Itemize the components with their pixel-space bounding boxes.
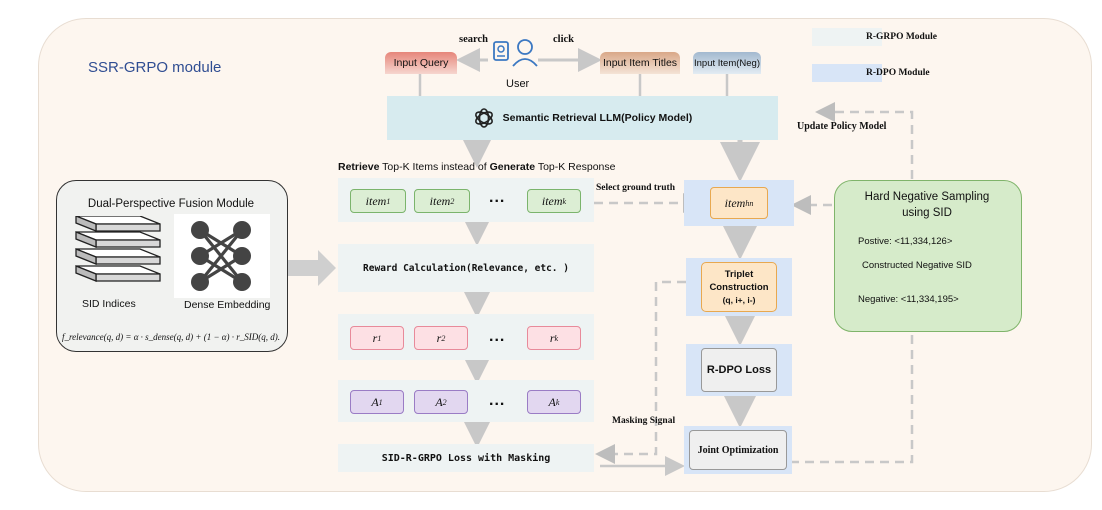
- hns-constructed: Constructed Negative SID: [862, 260, 972, 271]
- reward-calculation-label: Reward Calculation(Relevance, etc. ): [363, 262, 569, 274]
- reward-calculation-bar: Reward Calculation(Relevance, etc. ): [338, 244, 594, 292]
- legend-swatch-rgrpo: [812, 28, 882, 46]
- hard-negative-sampling-module: [834, 180, 1022, 332]
- input-item-titles-tab: Input Item Titles: [600, 52, 680, 74]
- user-label: User: [506, 78, 530, 90]
- retrieve-caption: Retrieve Top-K Items instead of Generate…: [338, 161, 616, 173]
- legend-swatch-rdpo: [812, 64, 882, 82]
- sid-loss-bar: SID-R-GRPO Loss with Masking: [338, 444, 594, 472]
- advantages-ellipsis: ...: [489, 392, 506, 409]
- user-icon: [493, 39, 538, 67]
- rewards-ellipsis: ...: [489, 328, 506, 345]
- hns-positive: Postive: <11,334,126>: [858, 236, 953, 247]
- input-query-tab: Input Query: [385, 52, 457, 74]
- hns-negative: Negative: <11,334,195>: [858, 294, 959, 305]
- rdpo-loss-box: R-DPO Loss: [701, 348, 777, 392]
- legend-label-rgrpo: R-GRPO Module: [866, 32, 937, 42]
- click-label: click: [553, 34, 574, 45]
- input-item-neg-tab: Input Item(Neg): [693, 52, 761, 74]
- select-ground-truth-label: Select ground truth: [596, 183, 675, 193]
- masking-signal-label: Masking Signal: [612, 416, 676, 426]
- joint-optimization-box: Joint Optimization: [689, 430, 787, 470]
- sid-loss-label: SID-R-GRPO Loss with Masking: [381, 452, 551, 464]
- fusion-title: Dual-Perspective Fusion Module: [87, 198, 255, 210]
- items-ellipsis: ...: [489, 189, 506, 206]
- arrow-fusion-to-reward: [284, 250, 336, 286]
- update-policy-label: Update Policy Model: [797, 121, 887, 132]
- dense-embedding-network-icon: [174, 214, 270, 298]
- policy-model-bar: Semantic Retrieval LLM(Policy Model): [387, 96, 778, 140]
- policy-model-label: Semantic Retrieval LLM(Policy Model): [502, 112, 693, 124]
- sid-indices-label: SID Indices: [82, 298, 136, 310]
- module-title: SSR-GRPO module: [88, 59, 222, 76]
- fusion-formula: f_relevance(q, d) = α · s_dense(q, d) + …: [61, 332, 281, 342]
- legend-label-rdpo: R-DPO Module: [866, 68, 930, 78]
- sid-indices-icon: [75, 216, 161, 282]
- search-label: search: [459, 34, 488, 45]
- triplet-panel: Triplet Construction (q, i+, i-): [686, 258, 792, 316]
- triplet-construction-box: Triplet Construction (q, i+, i-): [701, 262, 777, 312]
- dense-embedding-label: Dense Embedding: [184, 299, 271, 311]
- joint-opt-panel: Joint Optimization: [684, 426, 792, 474]
- openai-logo-icon: [474, 108, 493, 128]
- rdpo-loss-panel: R-DPO Loss: [686, 344, 792, 396]
- hns-title: Hard Negative Sampling using SID: [864, 191, 990, 219]
